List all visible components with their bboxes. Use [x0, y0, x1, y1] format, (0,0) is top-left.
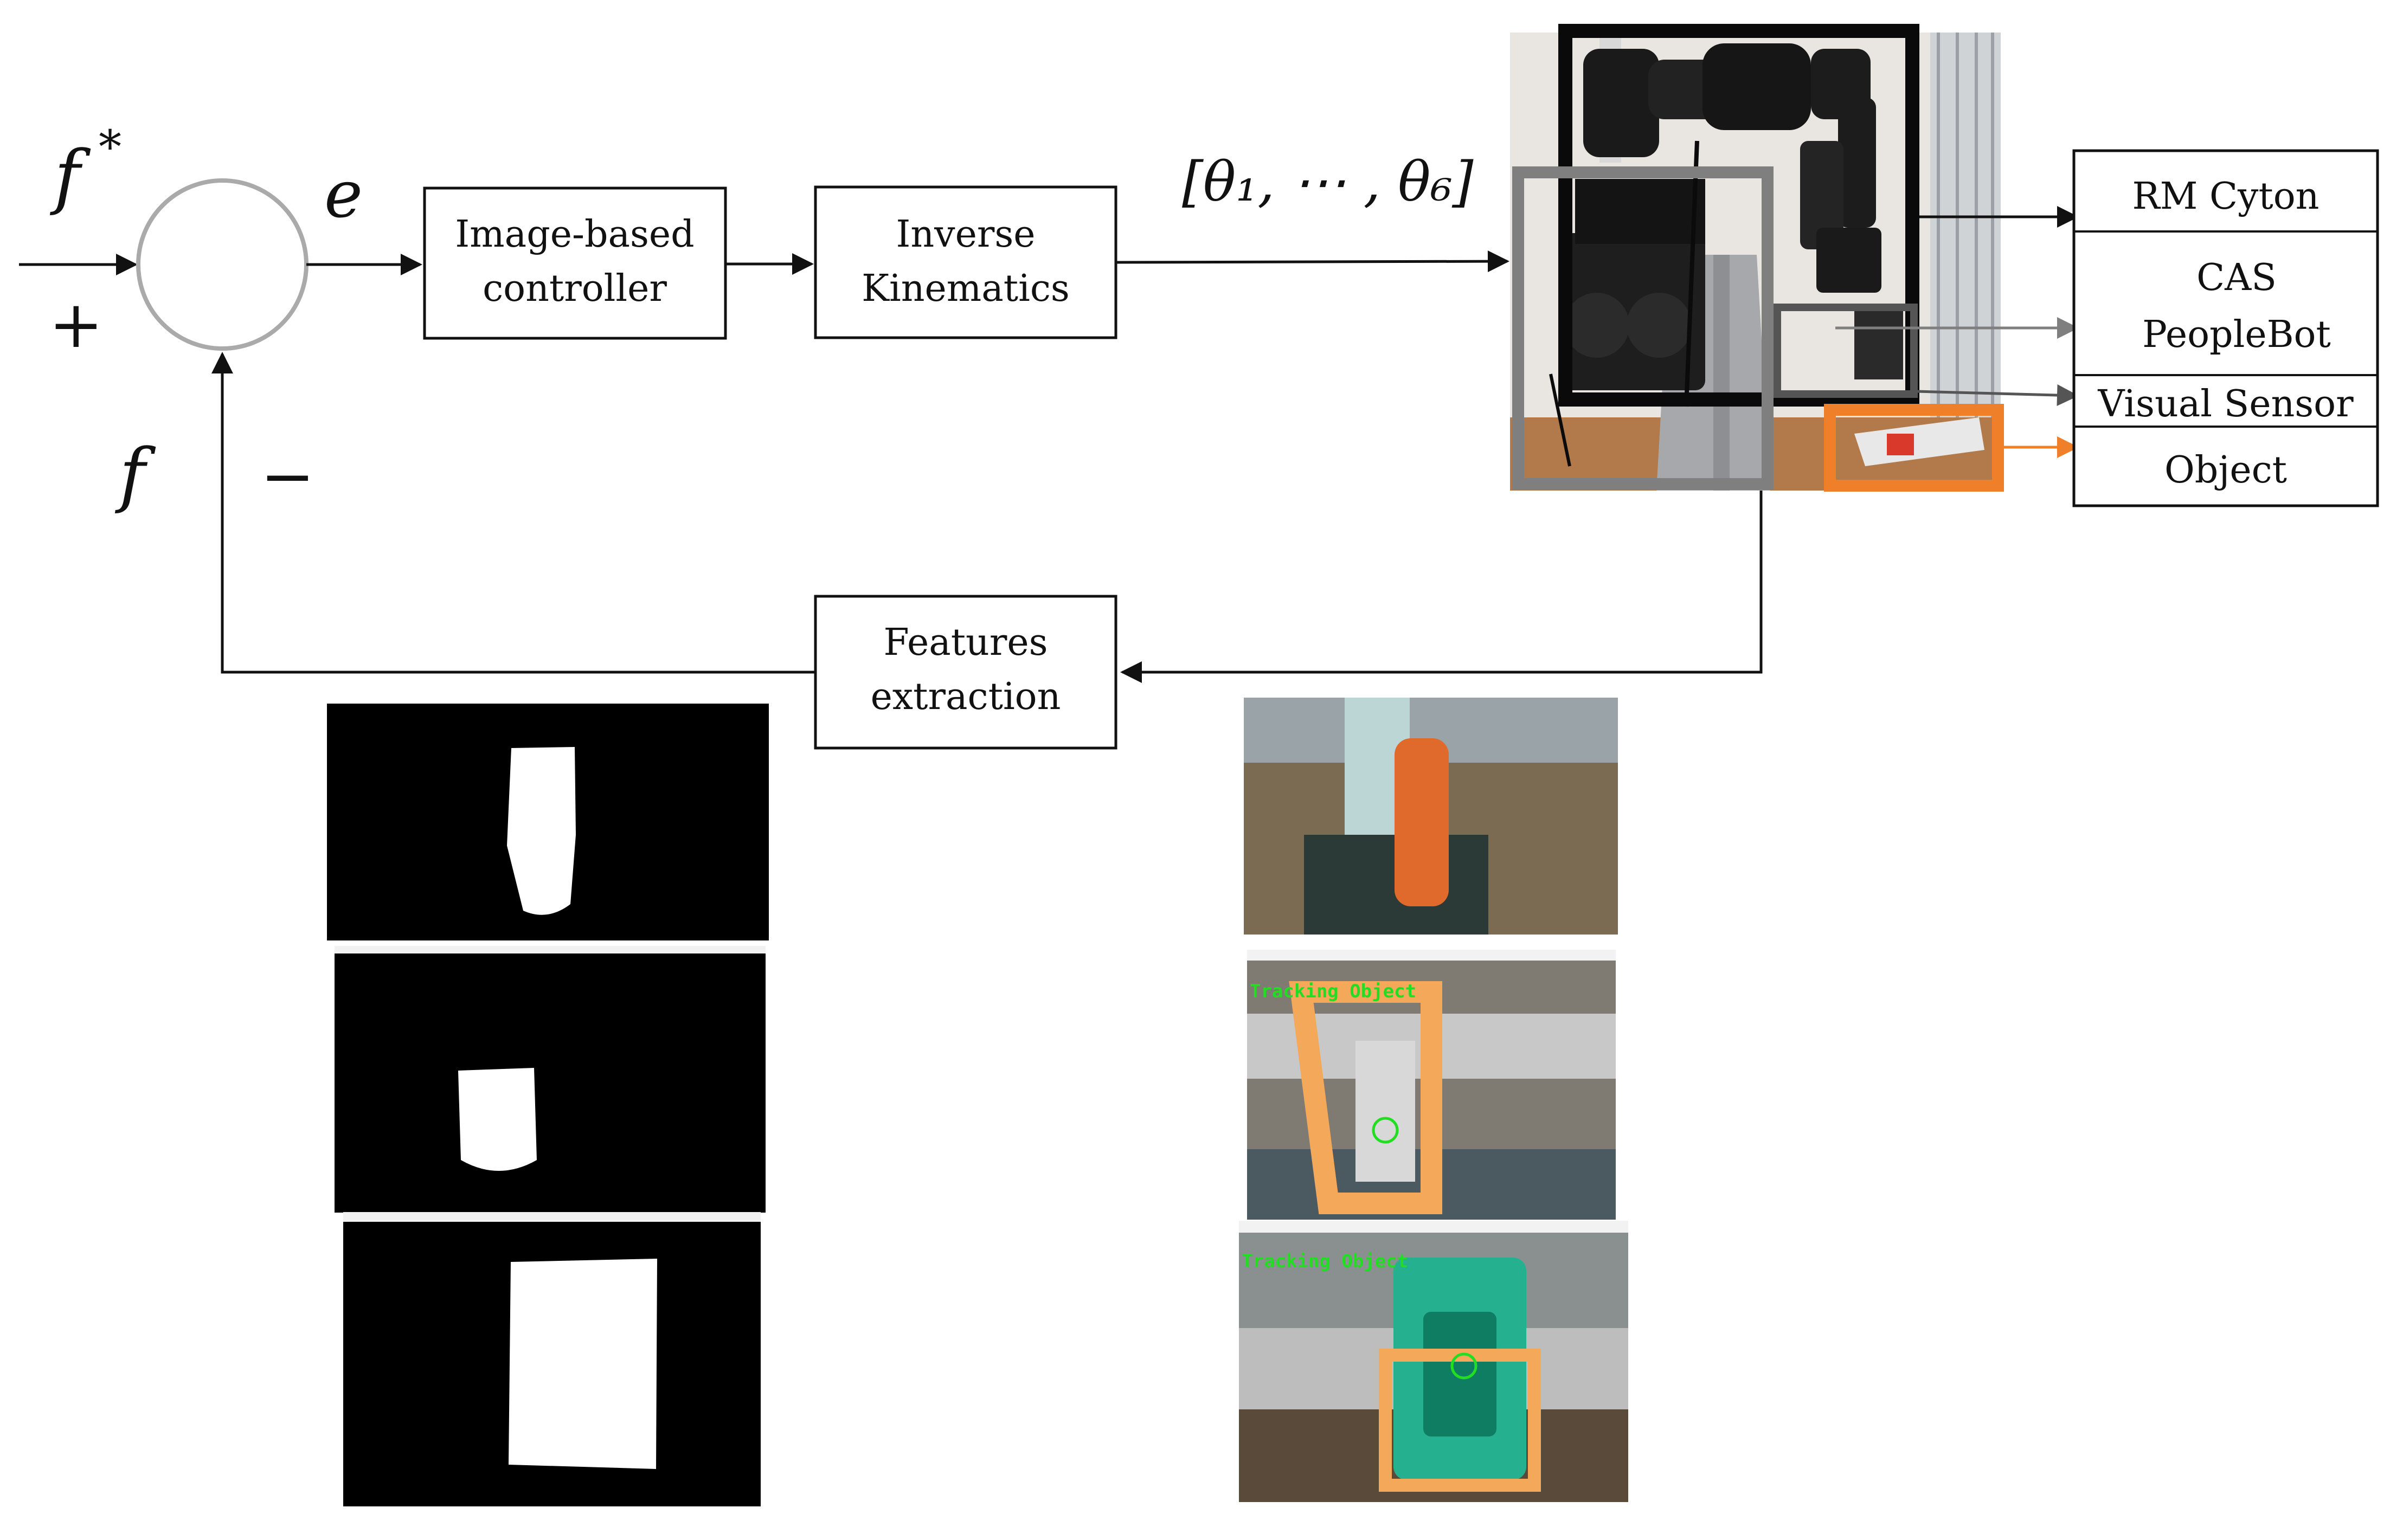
legend-cas: CAS [2196, 256, 2277, 299]
svg-text:Features: Features [883, 621, 1048, 664]
camera-image-1 [1244, 698, 1618, 935]
visual-sensor-pointer [1916, 384, 2079, 407]
svg-text:*: * [99, 120, 121, 173]
image-based-controller-block: Image-based controller [423, 186, 727, 340]
summing-junction [136, 178, 309, 351]
legend-visual-sensor: Visual Sensor [2097, 383, 2354, 426]
svg-text:extraction: extraction [871, 675, 1061, 718]
legend-peoplebot: PeopleBot [2142, 313, 2331, 356]
binary-image-1 [327, 704, 769, 940]
reference-signal-label: f * [50, 120, 121, 217]
legend-object: Object [2164, 449, 2287, 492]
visual-sensor-frame [1774, 304, 1918, 398]
svg-text:controller: controller [483, 267, 667, 310]
legend-rm-cyton: RM Cyton [2132, 175, 2320, 218]
peoplebot-frame [1512, 166, 1774, 490]
joint-angles-arrow [1115, 250, 1509, 273]
plus-sign: + [49, 287, 104, 363]
features-extraction-block: Features extraction [814, 595, 1117, 750]
robot-photo [1510, 33, 2001, 491]
joint-angle-vector-label: [θ₁, ⋯ , θ₆] [1182, 150, 1474, 214]
feedback-path-right [1120, 491, 1763, 683]
tracking-label-2: Tracking Object [1250, 981, 1416, 1002]
minus-sign: − [260, 439, 315, 514]
camera-image-3: Tracking Object [1239, 1221, 1628, 1502]
svg-text:Image-based: Image-based [455, 213, 694, 256]
svg-text:Inverse: Inverse [896, 213, 1036, 256]
error-signal-label: e [324, 157, 363, 233]
binary-image-3 [343, 1212, 761, 1506]
tracking-label-3: Tracking Object [1242, 1251, 1408, 1272]
feedback-signal-label: f [115, 433, 156, 516]
feedback-path-left [211, 352, 815, 674]
rm-cyton-frame [1558, 24, 1919, 407]
component-legend: RM Cyton CAS PeopleBot Visual Sensor Obj… [2072, 149, 2379, 507]
camera-image-2: Tracking Object [1247, 950, 1616, 1220]
inverse-kinematics-block: Inverse Kinematics [814, 185, 1117, 339]
binary-image-2 [335, 946, 766, 1213]
svg-text:f: f [50, 135, 91, 217]
svg-text:Kinematics: Kinematics [862, 267, 1070, 310]
